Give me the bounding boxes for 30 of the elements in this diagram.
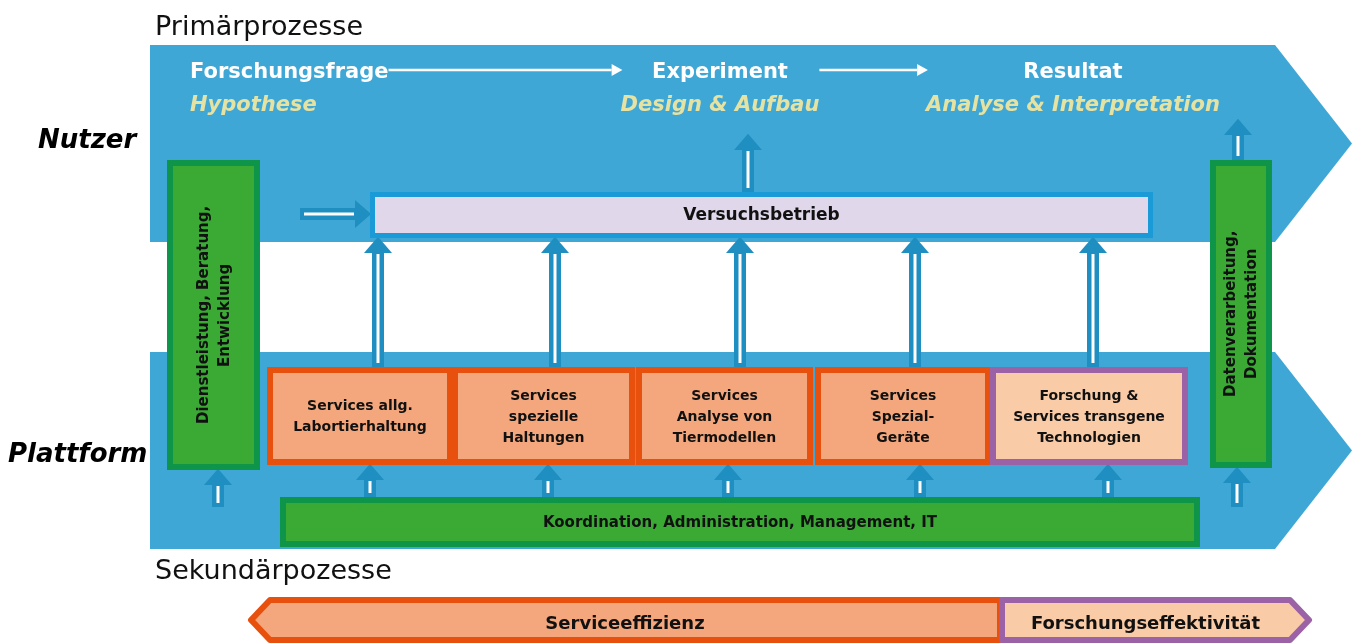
section-heading: Sekundärpozesse bbox=[155, 554, 392, 585]
row-label: Plattform bbox=[8, 438, 148, 468]
vertical-box bbox=[1210, 160, 1272, 468]
phase-subtitle: Analyse & Interpretation bbox=[926, 91, 1220, 118]
process-box bbox=[636, 367, 813, 465]
row-label: Nutzer bbox=[38, 124, 137, 154]
process-box bbox=[267, 367, 453, 465]
box-label: Services Analyse von Tiermodellen bbox=[671, 385, 778, 447]
process-box bbox=[452, 367, 635, 465]
phase-title: Resultat bbox=[1022, 58, 1124, 85]
process-box bbox=[370, 192, 1153, 238]
phase-title: Experiment bbox=[651, 58, 789, 85]
box-label: Forschung & Services transgene Technologien bbox=[1012, 385, 1166, 447]
box-label: Koordination, Administration, Management, IT bbox=[542, 511, 938, 533]
bar-label: Serviceeffizienz bbox=[545, 611, 705, 633]
process-box bbox=[815, 367, 991, 465]
section-heading: Primärprozesse bbox=[155, 10, 364, 41]
phase-subtitle: Hypothese bbox=[190, 91, 318, 118]
box-label: Services allg. Labortierhaltung bbox=[292, 396, 428, 436]
phase-subtitle: Design & Aufbau bbox=[620, 91, 820, 118]
bar-label: Forschungseffektivität bbox=[1030, 611, 1262, 633]
box-label: Versuchsbetrieb bbox=[683, 203, 840, 227]
box-label: Services spezielle Haltungen bbox=[501, 385, 586, 447]
vertical-box bbox=[167, 160, 260, 470]
box-label: Services Spezial-Geräte bbox=[868, 385, 938, 447]
phase-title: Forschungsfrage bbox=[190, 58, 389, 85]
process-box bbox=[280, 497, 1200, 547]
box-label: Dienstleistung, Beratung, Entwicklung bbox=[192, 204, 234, 427]
process-box bbox=[990, 367, 1188, 465]
box-label: Datenverarbeitung, Dokumentation bbox=[1220, 229, 1261, 400]
